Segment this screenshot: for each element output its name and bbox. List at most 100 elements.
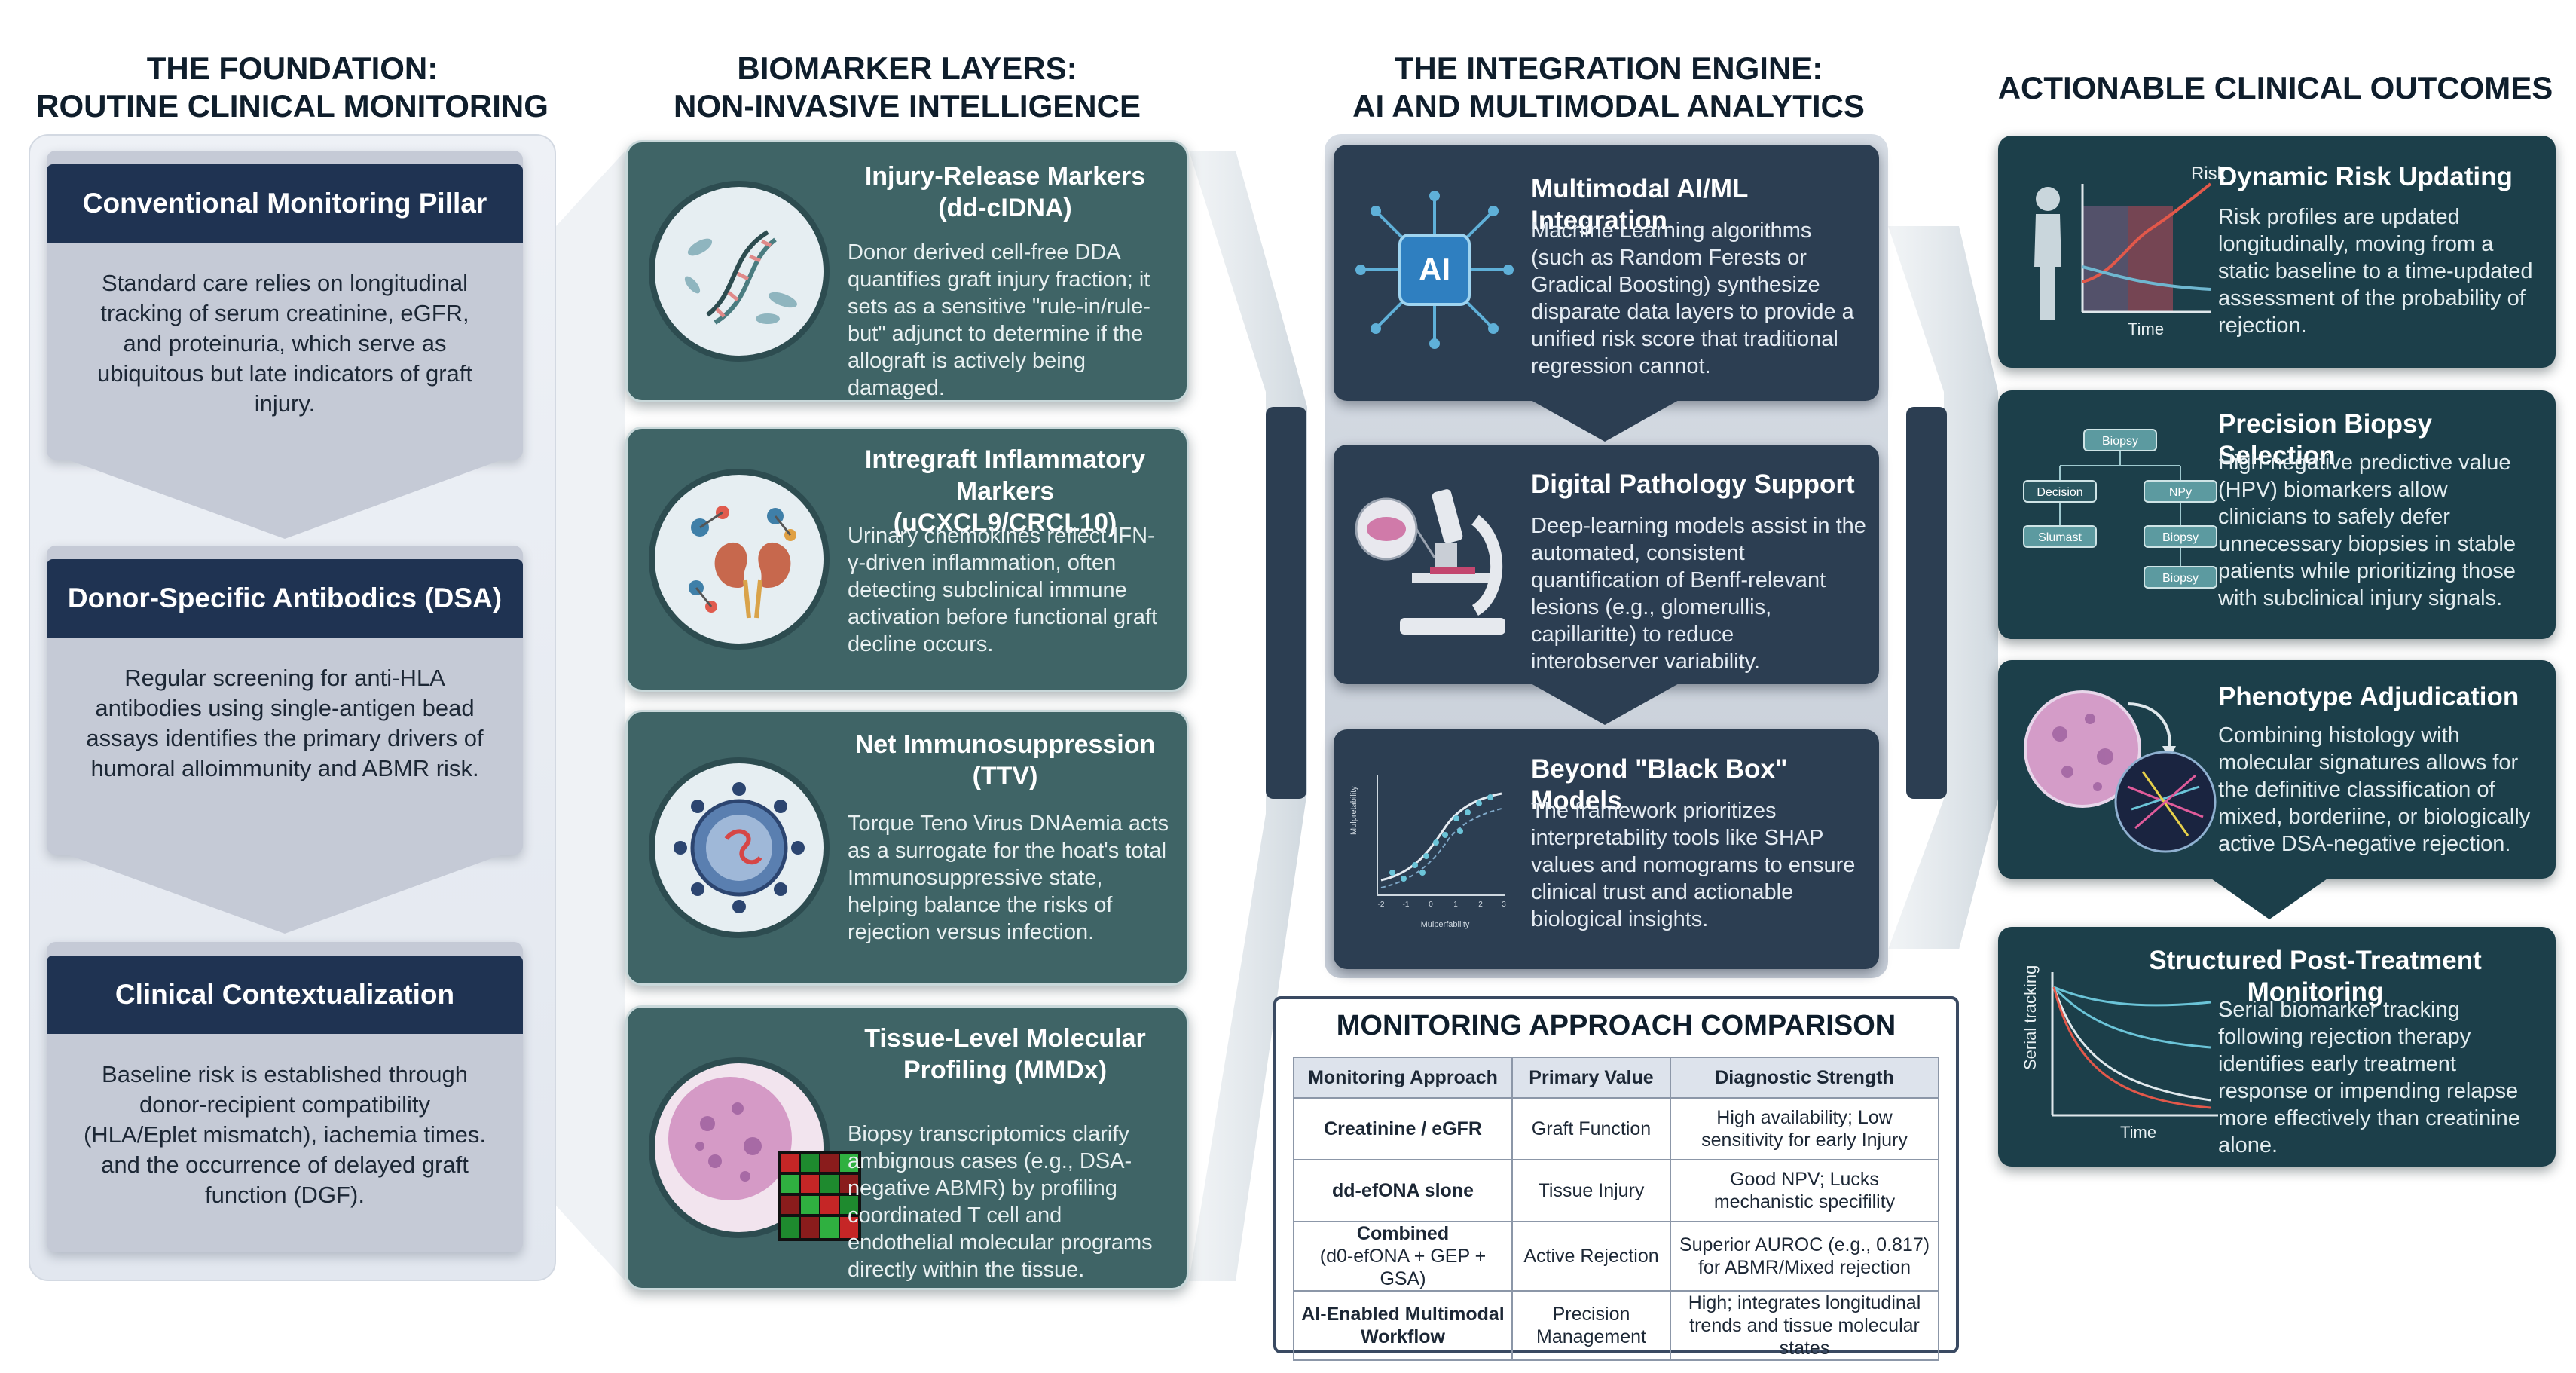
foundation-title: THE FOUNDATION: ROUTINE CLINICAL MONITOR… (29, 50, 556, 125)
cell-line: High; integrates longitudinal (1688, 1292, 1921, 1313)
plot-xlabel: Mulperfability (1421, 920, 1470, 929)
foundation-card-title: Clinical Contextualization (47, 956, 523, 1034)
microscope-icon (1355, 489, 1505, 635)
integration-title-line2: AI AND MULTIMODAL ANALYTICS (1352, 88, 1865, 124)
biomarker-title: BIOMARKER LAYERS: NON-INVASIVE INTELLIGE… (625, 50, 1189, 125)
biomarker-card-injury: Injury-Release Markers (dd-cIDNA) Donor … (625, 140, 1189, 402)
ai-chip-icon: AI (1355, 191, 1514, 349)
foundation-title-line2: ROUTINE CLINICAL MONITORING (36, 88, 549, 124)
scatter-plot-icon: Mulpretability Mulperfability -2 -1 0 1 … (1349, 767, 1513, 929)
table-header: Monitoring Approach (1293, 1057, 1513, 1099)
cell-line: Creatinine / eGFR (1324, 1118, 1482, 1139)
table-cell: Good NPV; Lucks mechanistic specifility (1670, 1159, 1939, 1222)
biomarker-card-ttv: Net Immunosuppression (TTV) Torque Teno … (625, 710, 1189, 986)
cell-line: Active Rejection (1523, 1246, 1659, 1267)
table-header: Primary Value (1511, 1057, 1671, 1099)
down-arrow-icon (2209, 877, 2330, 919)
foundation-card-title: Donor-Specific Antibodics (DSA) (47, 559, 523, 638)
outcome-card-biopsy: Biopsy Decision NPy Slumast Biopsy Biops… (1998, 390, 2556, 639)
cell-line: mechanistic specifility (1713, 1191, 1896, 1212)
outcome-card-post-treatment: Serial tracking Time Structured Post-Tre… (1998, 927, 2556, 1167)
flow-node-right-child: Biopsy (2162, 531, 2199, 544)
foundation-card-context: Clinical Contextualization Baseline risk… (47, 942, 523, 1252)
cell-line: Tissue Injury (1538, 1180, 1645, 1201)
outcomes-title: ACTIONABLE CLINICAL OUTCOMES (1982, 69, 2569, 107)
table-header: Diagnostic Strength (1670, 1057, 1939, 1099)
integration-left-bar (1266, 407, 1306, 799)
integration-card-title: Beyond "Black Box" Models (1531, 754, 1788, 815)
biomarker-card-title: Injury-Release Markers (dd-cIDNA) (864, 162, 1146, 222)
kidney-icon (649, 469, 830, 650)
risk-trend-chart-icon: Risk Time (2034, 164, 2227, 338)
comparison-table: Monitoring Approach Primary Value Diagno… (1293, 1057, 1939, 1361)
flow-node-left-child: Slumast (2038, 531, 2082, 544)
table-cell: Creatinine / eGFR (1293, 1097, 1513, 1160)
foundation-card-body: Baseline risk is established through don… (83, 1061, 487, 1208)
dna-icon (649, 181, 830, 362)
ai-chip-label: AI (1419, 252, 1450, 287)
plot-tick: -1 (1403, 901, 1410, 909)
integration-card-pathology: Digital Pathology Support Deep-learning … (1334, 445, 1879, 684)
flow-node-bottom: Biopsy (2162, 572, 2199, 585)
table-cell: Tissue Injury (1511, 1159, 1671, 1222)
chart-time-label: Time (2120, 1123, 2156, 1142)
biomarker-card-body: Biopsy transcriptomics clarify ambignous… (848, 1122, 1153, 1282)
flow-node-right: NPy (2169, 486, 2192, 499)
cell-line: Good NPV; Lucks (1730, 1169, 1879, 1190)
integration-title-line1: THE INTEGRATION ENGINE: (1394, 50, 1823, 86)
virus-icon (649, 757, 830, 938)
cell-line: Precision (1552, 1304, 1630, 1325)
integration-card-ai: AI Multimodal AI/ML Integration Machine … (1334, 145, 1879, 401)
cell-line: trends and tissue molecular states (1689, 1315, 1920, 1359)
integration-card-body: Deep-learning models assist in the autom… (1531, 514, 1866, 674)
cell-line: Management (1536, 1326, 1646, 1347)
outcome-card-title: Precision Biopsy Selection (2218, 409, 2432, 470)
outcome-card-body: Combining histology with molecular signa… (2218, 723, 2531, 856)
foundation-card-conventional: Conventional Monitoring Pillar Standard … (47, 151, 523, 460)
flow-node-top: Biopsy (2102, 435, 2138, 448)
heatmap-icon (778, 1151, 861, 1241)
down-arrow-icon (1529, 399, 1680, 442)
chart-ylabel: Serial tracking (2021, 965, 2040, 1070)
down-arrow-icon (47, 452, 523, 539)
cell-line: High availability; Low (1716, 1107, 1893, 1128)
cell-line: (d0-efONA + GEP + GSA) (1319, 1246, 1487, 1289)
cell-line: Workflow (1360, 1326, 1446, 1347)
biomarker-title-line2: NON-INVASIVE INTELLIGENCE (674, 88, 1141, 124)
table-cell: Superior AUROC (e.g., 0.817) for ABMR/Mi… (1670, 1221, 1939, 1292)
outcome-card-body: Risk profiles are updated longitudinally… (2218, 205, 2533, 338)
outcome-card-title: Structured Post-Treatment Monitoring (2149, 946, 2482, 1007)
flow-node-left: Decision (2037, 486, 2082, 499)
plot-tick: -2 (1378, 901, 1385, 909)
foundation-card-body: Regular screening for anti-HLA antibodie… (86, 665, 484, 781)
cell-line: AI-Enabled Multimodal (1301, 1304, 1505, 1325)
integration-right-bar (1906, 407, 1947, 799)
biomarker-card-mmdx: Tissue-Level Molecular Profiling (MMDx) … (625, 1005, 1189, 1290)
outcome-card-title: Dynamic Risk Updating (2218, 162, 2513, 191)
cell-line: Combined (1356, 1223, 1450, 1244)
decision-flowchart-icon: Biopsy Decision NPy Slumast Biopsy Biops… (2023, 429, 2217, 589)
plot-tick: 0 (1429, 901, 1433, 909)
chart-risk-label: Risk (2191, 164, 2227, 184)
foundation-card-body: Standard care relies on longitudinal tra… (96, 270, 473, 417)
table-cell: Graft Function (1511, 1097, 1671, 1160)
integration-title: THE INTEGRATION ENGINE: AI AND MULTIMODA… (1303, 50, 1914, 125)
comparison-table-title: MONITORING APPROACH COMPARISON (1336, 1010, 1896, 1041)
table-row: Combined (d0-efONA + GEP + GSA) Active R… (1293, 1221, 1939, 1292)
table-cell: Active Rejection (1511, 1221, 1671, 1292)
integration-card-title: Multimodal AI/ML Integration (1531, 174, 1748, 235)
response-curve-icon: Serial tracking Time (2021, 965, 2218, 1142)
comparison-table-panel: MONITORING APPROACH COMPARISON Monitorin… (1273, 996, 1959, 1361)
outcome-card-dynamic-risk: Risk Time Dynamic Risk Updating Risk pro… (1998, 136, 2556, 368)
integration-card-body: Machine Learning algorithms (such as Ran… (1531, 219, 1854, 378)
table-row: dd-efONA slone Tissue Injury Good NPV; L… (1293, 1159, 1939, 1222)
down-arrow-icon (1529, 683, 1680, 725)
biomarker-card-inflammatory: Intregraft Inflammatory Markers (uCXCL9/… (625, 427, 1189, 692)
cell-line: Graft Function (1531, 1118, 1652, 1139)
integration-card-title: Digital Pathology Support (1531, 469, 1855, 499)
biomarker-card-body: Urinary chemokines reflect IFN-γ-driven … (848, 524, 1158, 656)
plot-ylabel: Mulpretability (1349, 786, 1358, 835)
chart-time-label: Time (2128, 320, 2164, 338)
histology-molecular-icon (2024, 690, 2217, 853)
biomarker-title-line1: BIOMARKER LAYERS: (737, 50, 1077, 86)
